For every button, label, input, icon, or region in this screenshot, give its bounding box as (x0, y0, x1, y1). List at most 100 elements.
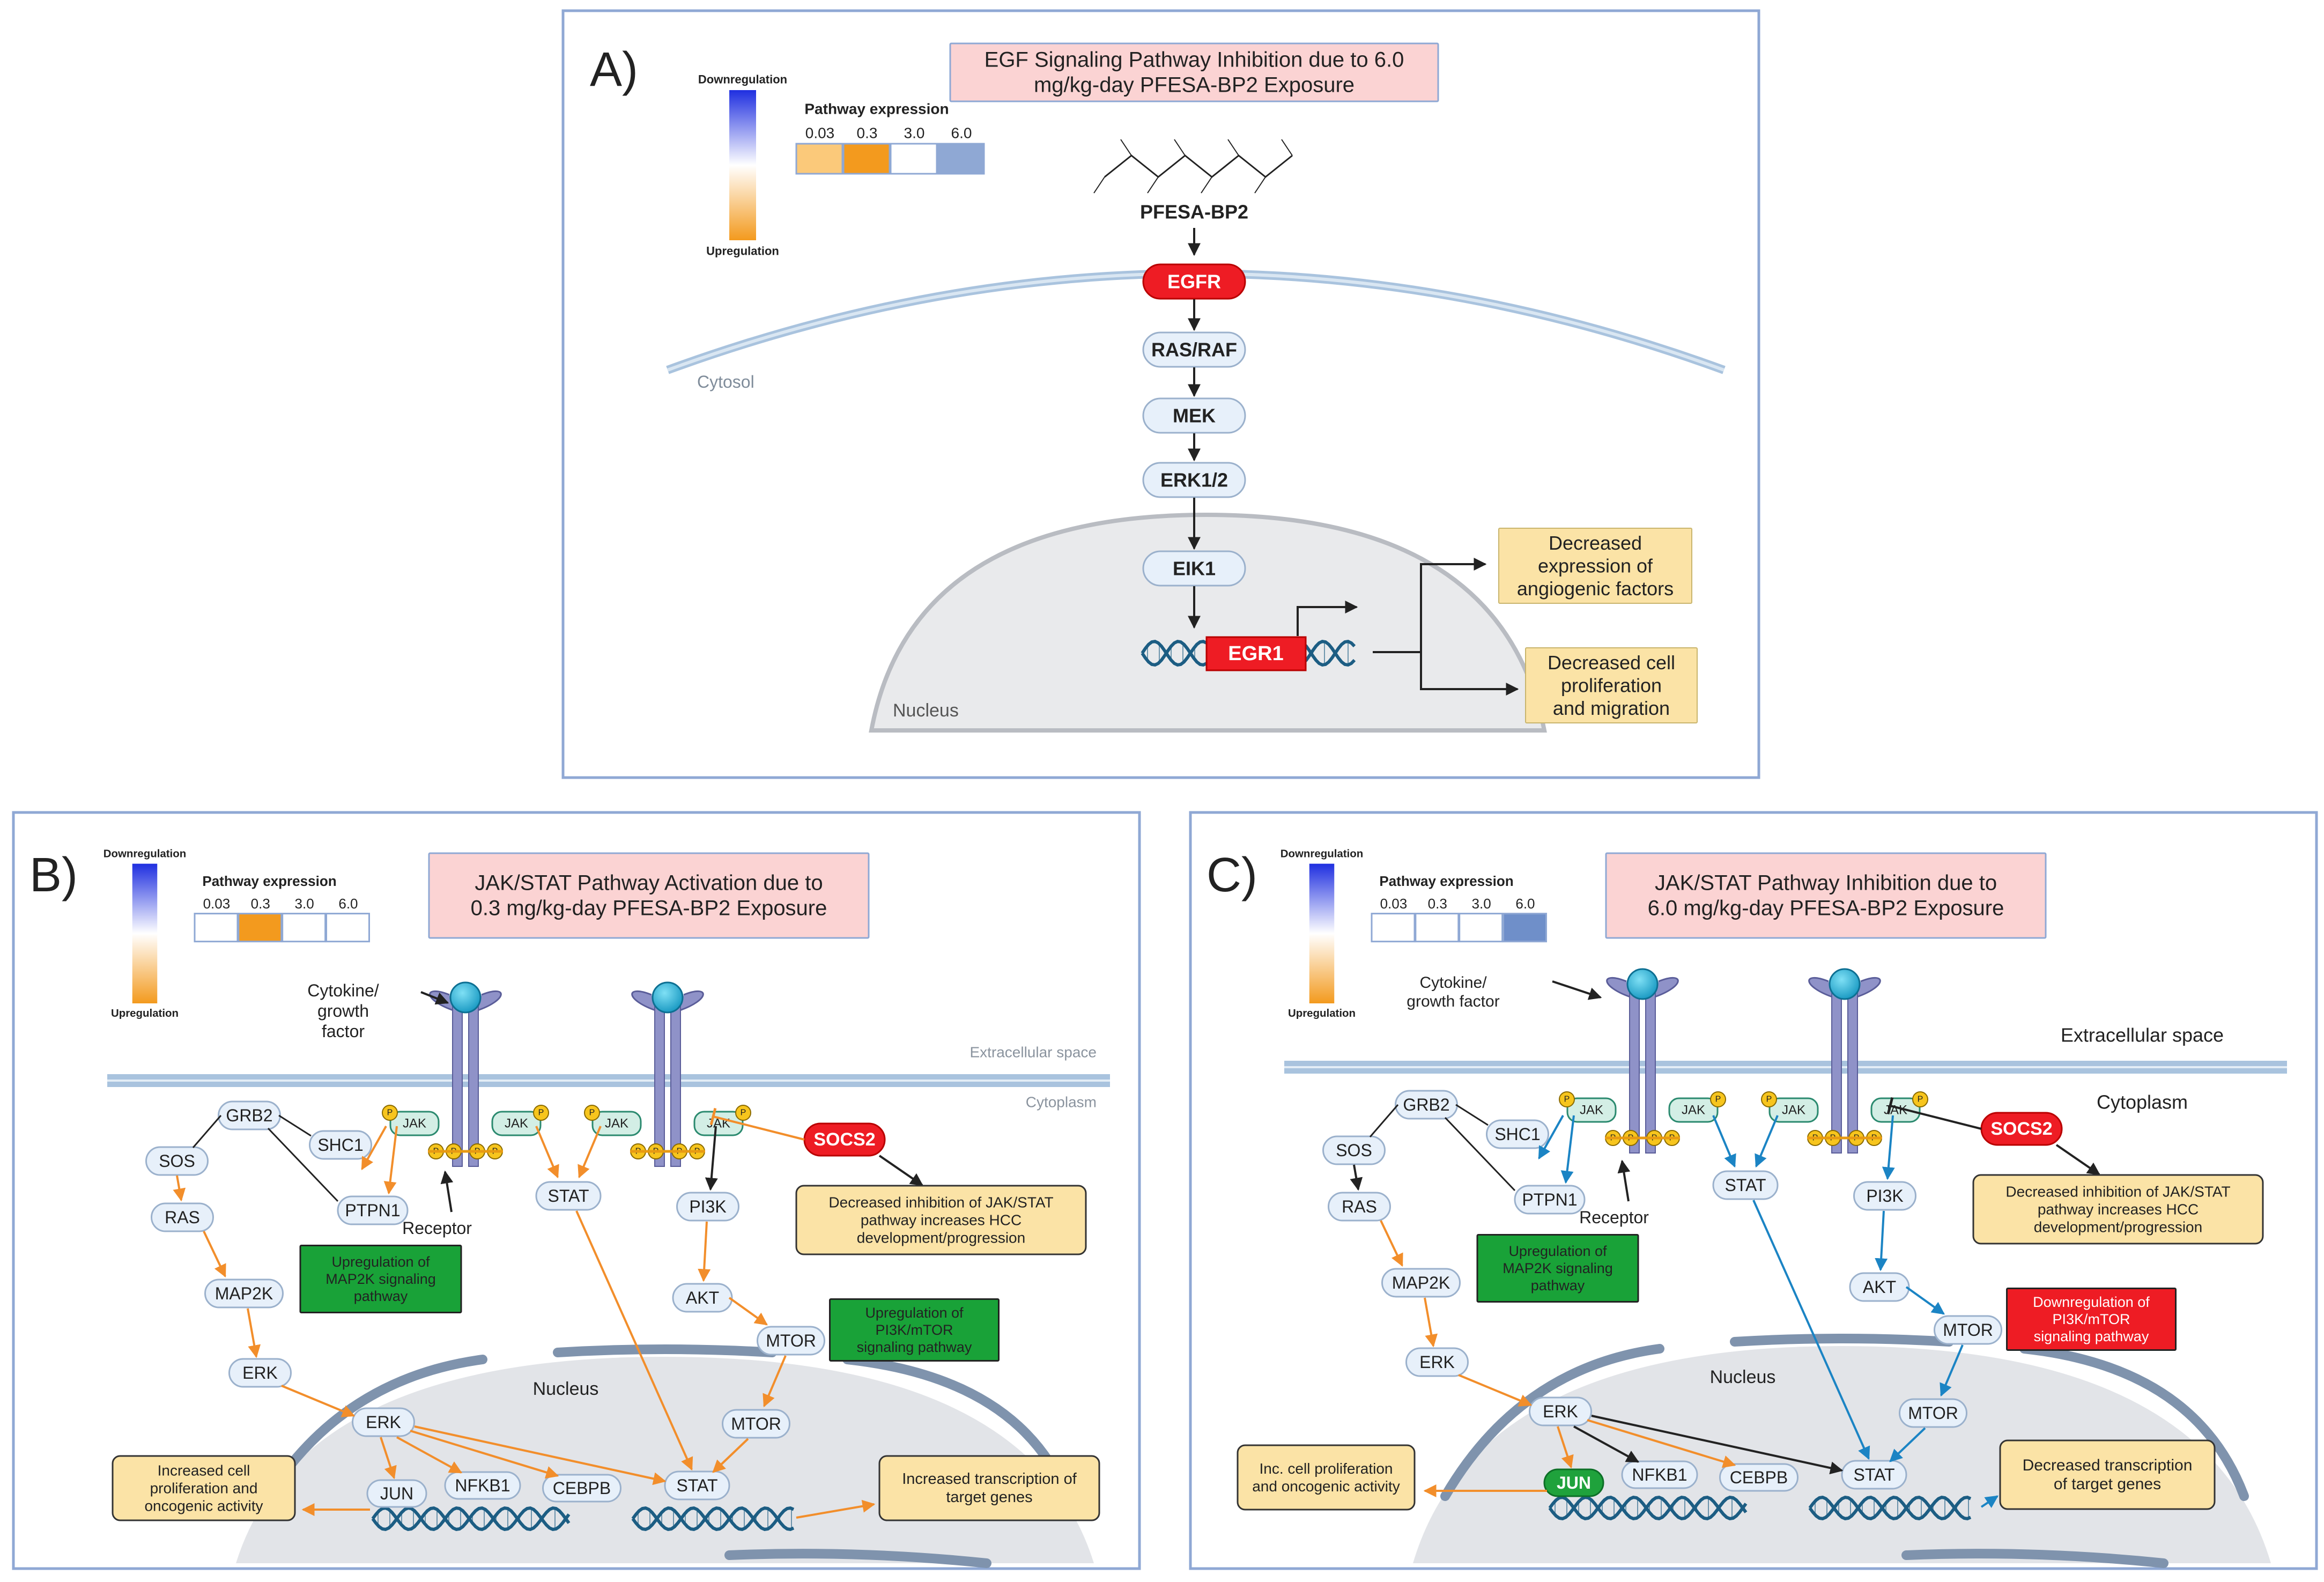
arrow (1591, 1415, 1844, 1475)
text-line: JAK/STAT Pathway Inhibition due to (1655, 871, 1997, 895)
text-line: development/progression (857, 1230, 1025, 1246)
bond (1201, 176, 1212, 194)
compartment-label: Cytosol (697, 372, 754, 391)
node-mtor-cyto: MTOR (757, 1326, 825, 1356)
dna-strand (1808, 1496, 1972, 1520)
text-line: MAP2K signaling (325, 1271, 436, 1287)
node-label: PTPN1 (345, 1201, 400, 1220)
node-grb2: GRB2 (218, 1100, 281, 1130)
compartment-label: Cytoplasm (1026, 1094, 1097, 1111)
node-mtor-nuc: MTOR (1899, 1398, 1967, 1428)
gene-label: EGR1 (1228, 642, 1283, 665)
text-line: 0.3 mg/kg-day PFESA-BP2 Exposure (471, 897, 827, 920)
node-egfr: EGFR (1142, 263, 1246, 300)
nuclear-envelope (1440, 1344, 1664, 1501)
node-socs2: SOCS2 (803, 1122, 886, 1157)
text-line: mg/kg-day PFESA-BP2 Exposure (1034, 73, 1355, 97)
node-label: GRB2 (1403, 1095, 1449, 1114)
node-label: ERK (366, 1413, 401, 1432)
receptor-arm (1855, 977, 1881, 999)
arrow (1752, 1200, 1870, 1460)
box-shape (1525, 647, 1698, 723)
compartment-label: Extracellular space (2061, 1024, 2224, 1046)
text-line: JAK/STAT Pathway Activation due to (475, 871, 823, 895)
dna-helix (1808, 1496, 1972, 1520)
ligand (652, 981, 684, 1014)
node-cebpb: CEBPB (1719, 1463, 1798, 1492)
receptor-chain (452, 1000, 463, 1167)
arrow (698, 1221, 711, 1282)
node-cebpb: CEBPB (542, 1474, 621, 1503)
connector (278, 1114, 312, 1137)
node-mek: MEK (1142, 397, 1246, 434)
arrow (1552, 980, 1602, 1000)
arrow (396, 1436, 463, 1474)
connector (267, 1127, 339, 1202)
node-stat-nuc: STAT (664, 1470, 730, 1500)
node-label: SOCS2 (813, 1129, 875, 1150)
node-label: MEK (1173, 405, 1216, 427)
arrow (1560, 1115, 1575, 1184)
jak-kinase (591, 1111, 642, 1136)
receptor-label: Receptor (402, 1218, 472, 1238)
node-shape (1328, 1192, 1391, 1222)
legend-dose: 0.03 (805, 125, 835, 142)
bond (1174, 139, 1186, 156)
text-line: factor (322, 1022, 365, 1041)
text-line: Upregulation of (865, 1305, 964, 1321)
receptor-arm (678, 990, 704, 1012)
text-line: and oncogenic activity (1252, 1478, 1400, 1495)
arrow (1297, 601, 1358, 636)
arrow (1424, 1297, 1438, 1348)
node-shape (672, 1283, 733, 1313)
node-label: ERK (242, 1363, 278, 1383)
box-text: Decreased inhibition of JAK/STATpathway … (2005, 1183, 2230, 1235)
phosphate-label: P (538, 1108, 544, 1118)
phosphate (1912, 1091, 1928, 1107)
legend-cell (842, 143, 891, 175)
node-pi3k: PI3K (1853, 1181, 1916, 1211)
node-ptpn1: PTPN1 (1514, 1185, 1586, 1215)
arrow (1940, 1344, 1964, 1397)
text-line: Decreased inhibition of JAK/STAT (828, 1194, 1053, 1210)
node-label: JUN (1557, 1473, 1591, 1492)
arrow (203, 1231, 226, 1278)
node-shape (1142, 550, 1246, 587)
box-shape (829, 1298, 1000, 1362)
phosphate (584, 1105, 600, 1121)
cytokine-label: Cytokine/growth factor (1407, 974, 1499, 1010)
arrow (763, 1355, 787, 1408)
box-shape (1605, 852, 2047, 939)
arrow (2055, 1144, 2100, 1176)
compartment-label: Extracellular space (969, 1044, 1097, 1061)
arrow (1617, 1159, 1631, 1202)
node-label: STAT (547, 1186, 589, 1206)
node-label: ERK1/2 (1160, 469, 1228, 491)
arrow (1587, 1419, 1736, 1468)
phosphate-label: P (589, 1108, 595, 1118)
node-jun: JUN (1543, 1468, 1604, 1497)
text-line: proliferation and (150, 1480, 258, 1497)
node-erk-cyto: ERK (1405, 1347, 1469, 1377)
dna-strand (371, 1506, 571, 1531)
compartment-label: Nucleus (1710, 1367, 1776, 1387)
dna-strand (1808, 1496, 1972, 1520)
node-shape (1142, 462, 1246, 498)
panel-letter: B) (29, 848, 78, 902)
legend-dose: 0.03 (203, 896, 231, 912)
node-akt: AKT (1849, 1272, 1910, 1302)
arrow (1889, 1427, 1926, 1462)
arrow (1458, 1374, 1533, 1407)
node-label: RAS (1342, 1197, 1377, 1216)
text-line: Increased transcription of (902, 1470, 1077, 1488)
node-shape (151, 1202, 214, 1232)
nuclear-envelope (1730, 1334, 1954, 1347)
node-label: SHC1 (317, 1135, 363, 1155)
receptor: JAKPJAKPPPPP (382, 981, 549, 1167)
